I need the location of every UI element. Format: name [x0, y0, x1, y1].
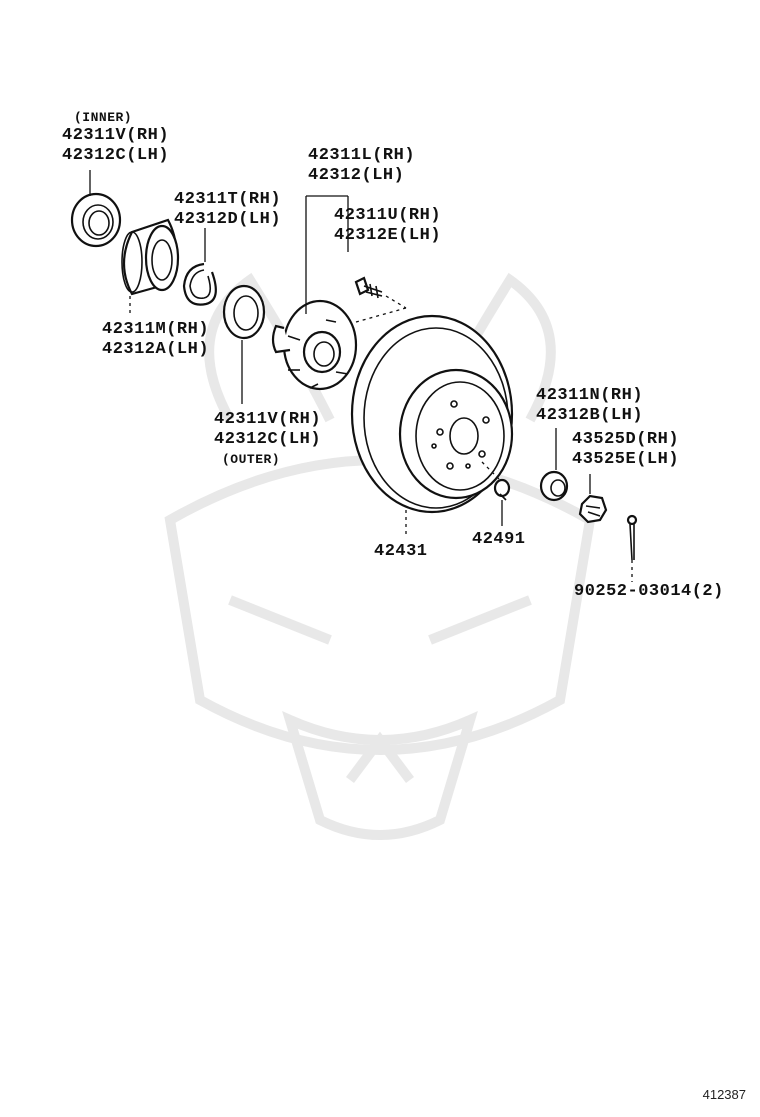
- leader-line: [481, 461, 501, 481]
- axle-hub-part: [271, 299, 358, 391]
- brake-disc-part: [350, 314, 514, 514]
- inner-seal-lh-label: 42312C(LH): [62, 146, 170, 165]
- diagram-id: 412387: [702, 1087, 746, 1102]
- screw-part: [493, 478, 511, 501]
- cotter-pin-part: [626, 514, 638, 561]
- bearing-part: [121, 218, 180, 296]
- snap-ring-lh-label: 42312D(LH): [174, 210, 282, 229]
- inner-note-label: (INNER): [74, 110, 133, 125]
- spacer-lh-label: 42312B(LH): [536, 406, 644, 425]
- hub-rh-label: 42311L(RH): [308, 146, 416, 165]
- spacer-rh-label: 42311N(RH): [536, 386, 644, 405]
- hub-bolt-part: [354, 276, 383, 299]
- cotter-pin-label: 90252-03014(2): [574, 582, 724, 601]
- hub-bolt-rh-label: 42311U(RH): [334, 206, 442, 225]
- outer-seal-lh-label: 42312C(LH): [214, 430, 322, 449]
- nut-lh-label: 43525E(LH): [572, 450, 680, 469]
- outer-oil-seal-part: [222, 284, 266, 340]
- outer-seal-rh-label: 42311V(RH): [214, 410, 322, 429]
- snap-ring-rh-label: 42311T(RH): [174, 190, 282, 209]
- spacer-part: [539, 470, 569, 502]
- inner-seal-rh-label: 42311V(RH): [62, 126, 170, 145]
- hub-lh-label: 42312(LH): [308, 166, 405, 185]
- inner-oil-seal-part: [70, 192, 122, 248]
- bearing-rh-label: 42311M(RH): [102, 320, 210, 339]
- leader-line: [385, 295, 407, 309]
- leader-line: [355, 307, 407, 323]
- outer-note-label: (OUTER): [222, 452, 281, 467]
- hub-bolt-lh-label: 42312E(LH): [334, 226, 442, 245]
- bearing-lh-label: 42312A(LH): [102, 340, 210, 359]
- lock-nut-part: [578, 494, 608, 524]
- snap-ring-part: [182, 262, 217, 306]
- screw-label: 42491: [472, 530, 526, 549]
- nut-rh-label: 43525D(RH): [572, 430, 680, 449]
- disc-label: 42431: [374, 542, 428, 561]
